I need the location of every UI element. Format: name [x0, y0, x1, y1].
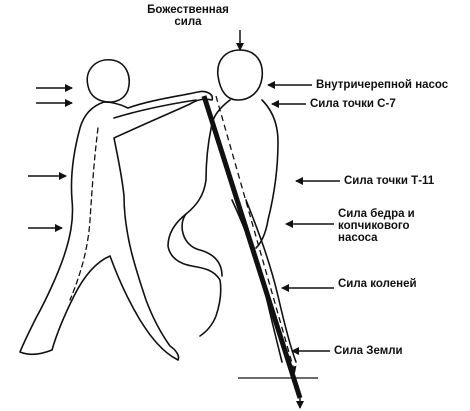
label-t11-force: Сила точки Т-11 [344, 175, 435, 187]
right-figure [167, 49, 297, 363]
label-cranial-pump: Внутричерепной насос [316, 79, 449, 91]
label-thigh-coccyx-line-2: копчикового [338, 220, 410, 232]
left-figure-body [19, 90, 214, 361]
label-thigh-coccyx-line-3: насоса [338, 232, 378, 244]
force-line [201, 95, 304, 409]
label-divine-force-line-2: сила [174, 16, 202, 28]
right-figure-body [167, 99, 279, 337]
left-figure-head [86, 59, 130, 103]
label-knees-force: Сила коленей [338, 278, 417, 290]
label-divine-force-line-1: Божественная [147, 4, 229, 16]
left-figure [19, 59, 214, 361]
label-thigh-coccyx: Сила бедра и копчикового насоса [338, 208, 415, 244]
right-figure-head [216, 49, 264, 101]
label-c7-force: Сила точки С-7 [310, 98, 396, 110]
label-thigh-coccyx-line-1: Сила бедра и [338, 208, 415, 220]
left-arrows [28, 84, 73, 232]
label-arrows [236, 30, 340, 355]
label-divine-force: Божественная сила [142, 4, 234, 28]
label-earth-force: Сила Земли [334, 345, 403, 357]
